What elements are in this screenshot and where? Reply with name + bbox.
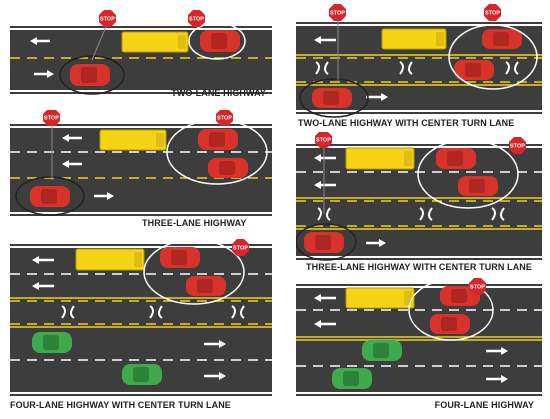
school-bus: [121, 31, 189, 53]
school-bus: [345, 287, 415, 309]
panel-four-lane: STOP FOUR-LANE HIGHWAY: [296, 278, 542, 417]
panel-four-lane-center-turn: STOP FOUR-LANE HIGHWAY WITH CENTER TURN …: [10, 236, 272, 417]
stop-sign-icon: STOP: [484, 4, 501, 21]
arrow-left-icon: [314, 36, 336, 44]
panel-caption: FOUR-LANE HIGHWAY WITH CENTER TURN LANE: [10, 400, 231, 410]
panel-caption: FOUR-LANE HIGHWAY: [434, 400, 534, 410]
four-lane-center-turn-diagram: STOP: [10, 239, 272, 396]
arrow-left-icon: [30, 37, 50, 45]
highlight-circle: [188, 22, 246, 60]
two-lane-center-turn-diagram: STOP STOP: [296, 4, 542, 118]
stop-sign-icon: STOP: [315, 132, 332, 148]
arrow-right-icon: [366, 239, 386, 247]
highlight-circle: [417, 139, 519, 209]
panel-caption: TWO-LANE HIGHWAY WITH CENTER TURN LANE: [298, 118, 515, 128]
panel-two-lane-center-turn: STOP STOP TWO-LANE HIGHWAY WITH CENTER T…: [296, 2, 542, 130]
highlight-circle: [59, 55, 125, 95]
svg-text:STOP: STOP: [189, 17, 204, 23]
svg-text:STOP: STOP: [330, 11, 345, 17]
four-lane-diagram: STOP: [296, 278, 542, 396]
turn-arrow-icon: [505, 61, 519, 75]
arrow-right-icon: [204, 372, 226, 380]
arrow-left-icon: [314, 181, 336, 189]
turn-arrow-icon: [317, 207, 331, 221]
svg-text:STOP: STOP: [100, 17, 115, 23]
arrow-left-icon: [62, 160, 82, 168]
stop-sign-icon: STOP: [329, 4, 346, 21]
three-lane-diagram: STOP STOP: [10, 110, 272, 216]
turn-arrow-icon: [231, 305, 245, 319]
stop-sign-icon: STOP: [216, 110, 233, 126]
three-lane-center-turn-diagram: STOP STOP: [296, 132, 542, 261]
arrow-left-icon: [314, 154, 336, 162]
arrow-right-icon: [204, 340, 226, 348]
arrow-right-icon: [486, 347, 508, 355]
arrow-left-icon: [314, 320, 336, 328]
arrow-left-icon: [62, 134, 82, 142]
panel-caption: THREE-LANE HIGHWAY: [142, 218, 247, 228]
arrow-left-icon: [314, 294, 336, 302]
turn-arrow-icon: [419, 207, 433, 221]
turn-arrow-icon: [315, 61, 329, 75]
two-lane-diagram: STOP STOP: [10, 10, 272, 95]
arrow-right-icon: [34, 70, 54, 78]
highlight-circle: [296, 223, 357, 261]
highlight-circle: [143, 239, 245, 305]
school-bus: [345, 147, 415, 170]
stop-sign-icon: STOP: [43, 110, 60, 126]
svg-text:STOP: STOP: [485, 11, 500, 17]
svg-text:STOP: STOP: [316, 138, 331, 144]
highlight-circle: [299, 78, 369, 118]
school-bus: [381, 28, 447, 50]
stop-sign-icon: STOP: [188, 10, 205, 27]
stop-sign-icon: STOP: [469, 278, 486, 295]
arrow-left-icon: [32, 256, 54, 264]
school-bus: [75, 248, 145, 271]
stop-sign-icon: STOP: [509, 137, 526, 154]
highlight-circle: [448, 24, 538, 90]
stop-sign-icon: STOP: [232, 239, 249, 256]
turn-arrow-icon: [491, 207, 505, 221]
highlight-circle: [15, 176, 85, 216]
panel-three-lane-center-turn: STOP STOP THREE-LANE HIGHWAY WITH CENTER…: [296, 132, 542, 276]
school-bus: [99, 129, 167, 151]
panel-caption: THREE-LANE HIGHWAY WITH CENTER TURN LANE: [306, 262, 533, 272]
arrow-right-icon: [94, 192, 114, 200]
panel-two-lane: STOP STOP TWO-LANE HIGHWAY: [10, 8, 272, 108]
highlight-circle: [408, 279, 494, 341]
svg-text:STOP: STOP: [233, 246, 248, 252]
arrow-right-icon: [486, 375, 508, 383]
turn-arrow-icon: [149, 305, 163, 319]
turn-arrow-icon: [399, 61, 413, 75]
svg-text:STOP: STOP: [470, 285, 485, 291]
arrow-right-icon: [366, 93, 388, 101]
svg-text:STOP: STOP: [44, 116, 59, 122]
turn-arrow-icon: [61, 305, 75, 319]
arrow-left-icon: [32, 282, 54, 290]
panel-caption: TWO-LANE HIGHWAY: [171, 88, 266, 98]
svg-text:STOP: STOP: [217, 116, 232, 122]
svg-text:STOP: STOP: [510, 144, 525, 150]
stop-sign-icon: STOP: [99, 10, 116, 27]
panel-three-lane: STOP STOP THREE-LANE HIGHWAY: [10, 110, 272, 234]
